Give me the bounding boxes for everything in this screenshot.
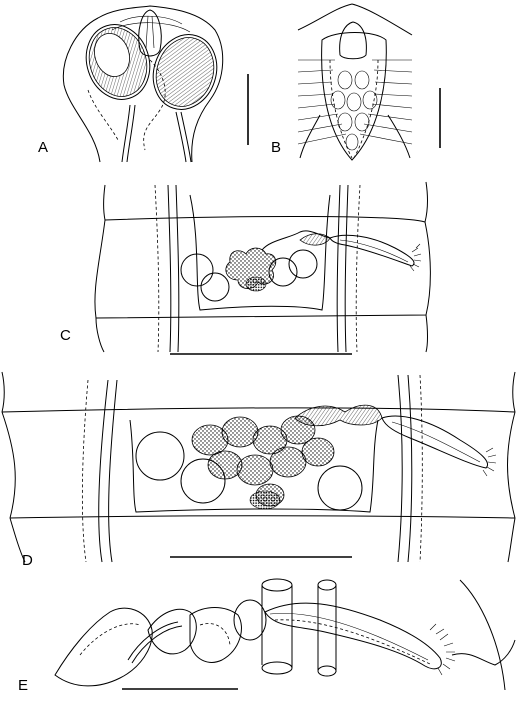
- panel-d-testes: [135, 431, 363, 511]
- panel-d: D: [1, 371, 516, 569]
- panel-a-label: A: [38, 139, 48, 156]
- panel-d-label: D: [22, 552, 33, 569]
- panel-a: A: [38, 5, 249, 163]
- panel-a-drawing: [62, 5, 224, 163]
- panel-b-drawing: [297, 3, 413, 161]
- panel-e-label: E: [18, 677, 28, 694]
- panel-c: C: [60, 181, 431, 355]
- panel-b: B: [271, 3, 441, 161]
- panel-e-drawing: [54, 578, 516, 691]
- panel-b-label: B: [271, 139, 281, 156]
- panel-e: E: [18, 578, 516, 694]
- panel-d-drawing: [1, 371, 516, 563]
- panel-c-drawing: [94, 181, 431, 353]
- panel-c-label: C: [60, 327, 71, 344]
